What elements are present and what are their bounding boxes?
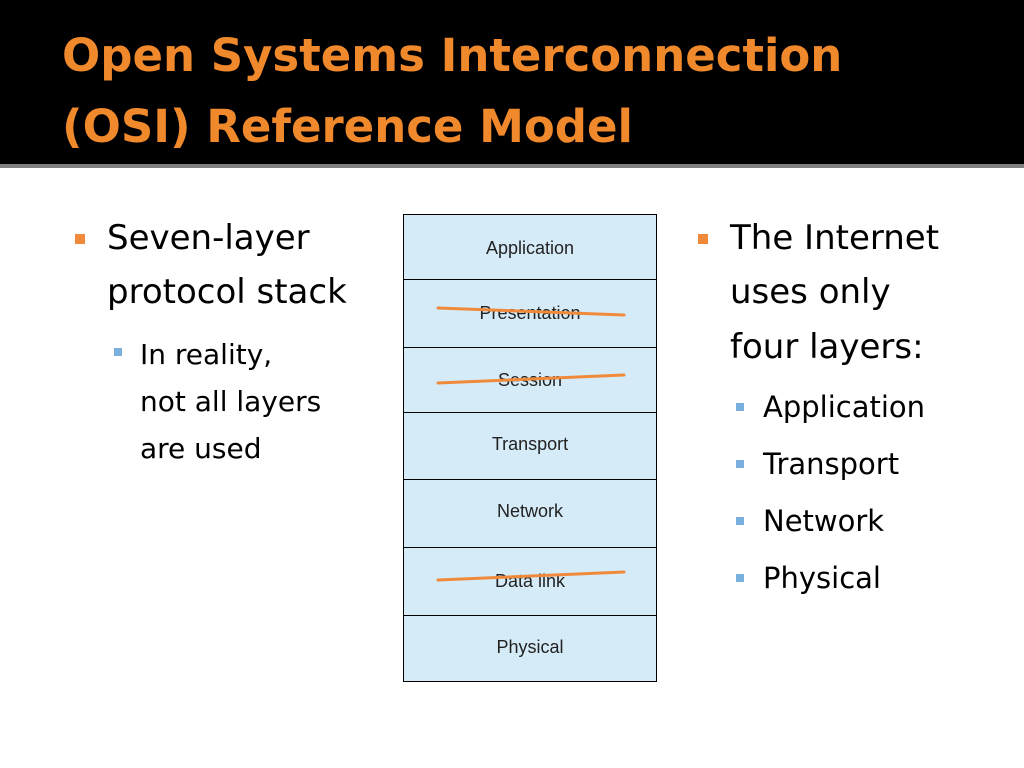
layer-data-link: Data link	[403, 547, 657, 616]
internet-layer-item: Network	[763, 504, 885, 538]
right-bullet-line-2: uses only	[730, 272, 891, 312]
slide-title-line-2: (OSI) Reference Model	[62, 100, 633, 153]
osi-layer-stack: Application Presentation Session Transpo…	[403, 214, 657, 682]
right-bullet-line-1: The Internet	[730, 218, 940, 258]
bullet-marker	[698, 234, 708, 244]
layer-label: Physical	[496, 637, 564, 657]
slide-title-line-1: Open Systems Interconnection	[62, 29, 843, 82]
layer-network: Network	[403, 479, 657, 548]
layer-session: Session	[403, 347, 657, 413]
sub-bullet-marker	[736, 403, 744, 411]
internet-layer-item: Physical	[763, 561, 881, 595]
internet-layer-item: Application	[763, 390, 926, 424]
layer-label: Network	[496, 501, 563, 521]
left-sub-line-1: In reality,	[140, 338, 273, 371]
left-sub-line-2: not all layers	[140, 385, 322, 418]
bullet-marker	[75, 234, 85, 244]
layer-application: Application	[403, 214, 657, 280]
title-divider	[0, 164, 1024, 168]
layer-presentation: Presentation	[403, 279, 657, 348]
layer-label: Presentation	[479, 303, 581, 323]
sub-bullet-marker	[736, 574, 744, 582]
layer-label: Application	[485, 238, 575, 258]
layer-label: Data link	[494, 571, 566, 591]
sub-bullet-marker	[736, 460, 744, 468]
title-bar: Open Systems Interconnection (OSI) Refer…	[0, 0, 1024, 160]
layer-physical: Physical	[403, 615, 657, 682]
left-bullet-line-2: protocol stack	[107, 272, 347, 312]
layer-label: Transport	[491, 434, 569, 454]
left-bullet-line-1: Seven-layer	[107, 218, 310, 258]
internet-layer-item: Transport	[763, 447, 900, 481]
right-bullet-line-3: four layers:	[730, 327, 924, 367]
sub-bullet-marker	[736, 517, 744, 525]
layer-label: Session	[497, 370, 563, 390]
left-sub-line-3: are used	[140, 432, 262, 465]
sub-bullet-marker	[114, 348, 122, 356]
layer-transport: Transport	[403, 412, 657, 480]
